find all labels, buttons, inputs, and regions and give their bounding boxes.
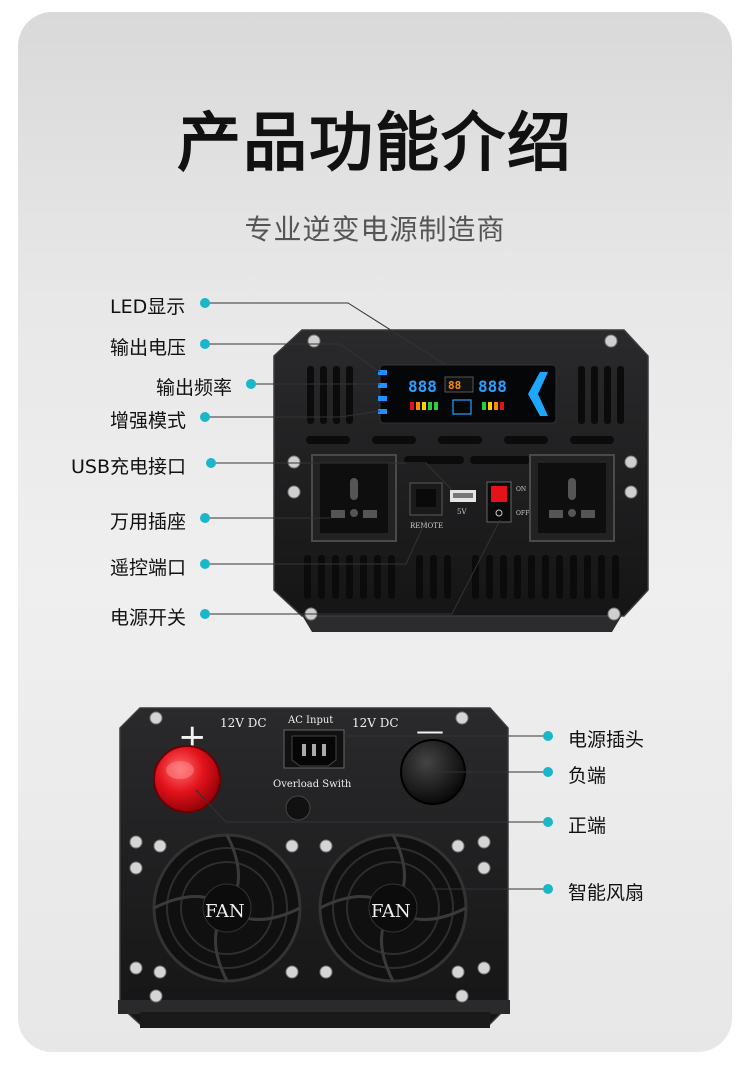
callout-dot (200, 339, 210, 349)
callout-dot (200, 298, 210, 308)
callout-output-frequency: 输出频率 (156, 377, 233, 399)
callout-led-display: LED显示 (110, 296, 186, 318)
callout-universal-socket: 万用插座 (110, 511, 187, 533)
callout-dot (543, 884, 553, 894)
dc-right-label: 12V DC (352, 716, 399, 730)
callout-power-plug: 电源插头 (568, 729, 645, 751)
overload-button (285, 795, 311, 821)
positive-terminal (153, 745, 221, 813)
front-callout-lines (206, 302, 501, 615)
callout-boost-mode: 增强模式 (110, 410, 187, 432)
remote-label: REMOTE (410, 522, 443, 530)
lcd-digits-right: 888 (478, 377, 507, 396)
callout-dot (200, 609, 210, 619)
ac-input-label: AC Input (287, 715, 333, 726)
callout-output-voltage: 输出电压 (110, 337, 187, 359)
callout-smart-fan: 智能风扇 (568, 882, 645, 904)
lcd-digits-mid: 88 (448, 379, 461, 392)
callout-dot (200, 412, 210, 422)
front-mid-vents (306, 436, 614, 464)
lcd-load-bars (482, 402, 504, 410)
front-top-vents-right (578, 366, 624, 424)
fan-left (152, 833, 302, 983)
fan-right (318, 833, 468, 983)
callout-remote-port: 遥控端口 (110, 557, 187, 579)
front-top-vents-left (307, 366, 353, 424)
callout-positive-terminal: 正端 (568, 815, 607, 837)
callout-dot (543, 767, 553, 777)
page-subtitle: 专业逆变电源制造商 (244, 213, 506, 246)
switch-off-label: OFF (516, 510, 529, 517)
switch-on-label: ON (516, 486, 526, 493)
callout-dot (246, 379, 256, 389)
fan-left-label: FAN (205, 901, 245, 922)
callout-dot (200, 513, 210, 523)
rear-callout-lines (195, 735, 548, 890)
callout-power-switch: 电源开关 (110, 607, 187, 629)
callout-usb-port: USB充电接口 (71, 456, 187, 478)
front-bracket (300, 612, 624, 632)
brand-arrow-icon (528, 372, 548, 416)
callout-dot (200, 559, 210, 569)
usb-label: 5V (457, 508, 467, 516)
lcd-battery-bars (410, 402, 438, 410)
callout-dot (206, 458, 216, 468)
overload-label: Overload Swith (273, 779, 352, 790)
rear-screws (129, 711, 491, 1003)
callout-dot (543, 731, 553, 741)
fan-right-label: FAN (371, 901, 411, 922)
callout-negative-terminal: 负端 (568, 765, 607, 787)
front-bottom-vents (304, 555, 619, 599)
callout-dot (543, 817, 553, 827)
page-title: 产品功能介绍 (177, 107, 573, 181)
lcd-digits-left: 888 (408, 377, 437, 396)
dc-left-label: 12V DC (220, 716, 267, 730)
